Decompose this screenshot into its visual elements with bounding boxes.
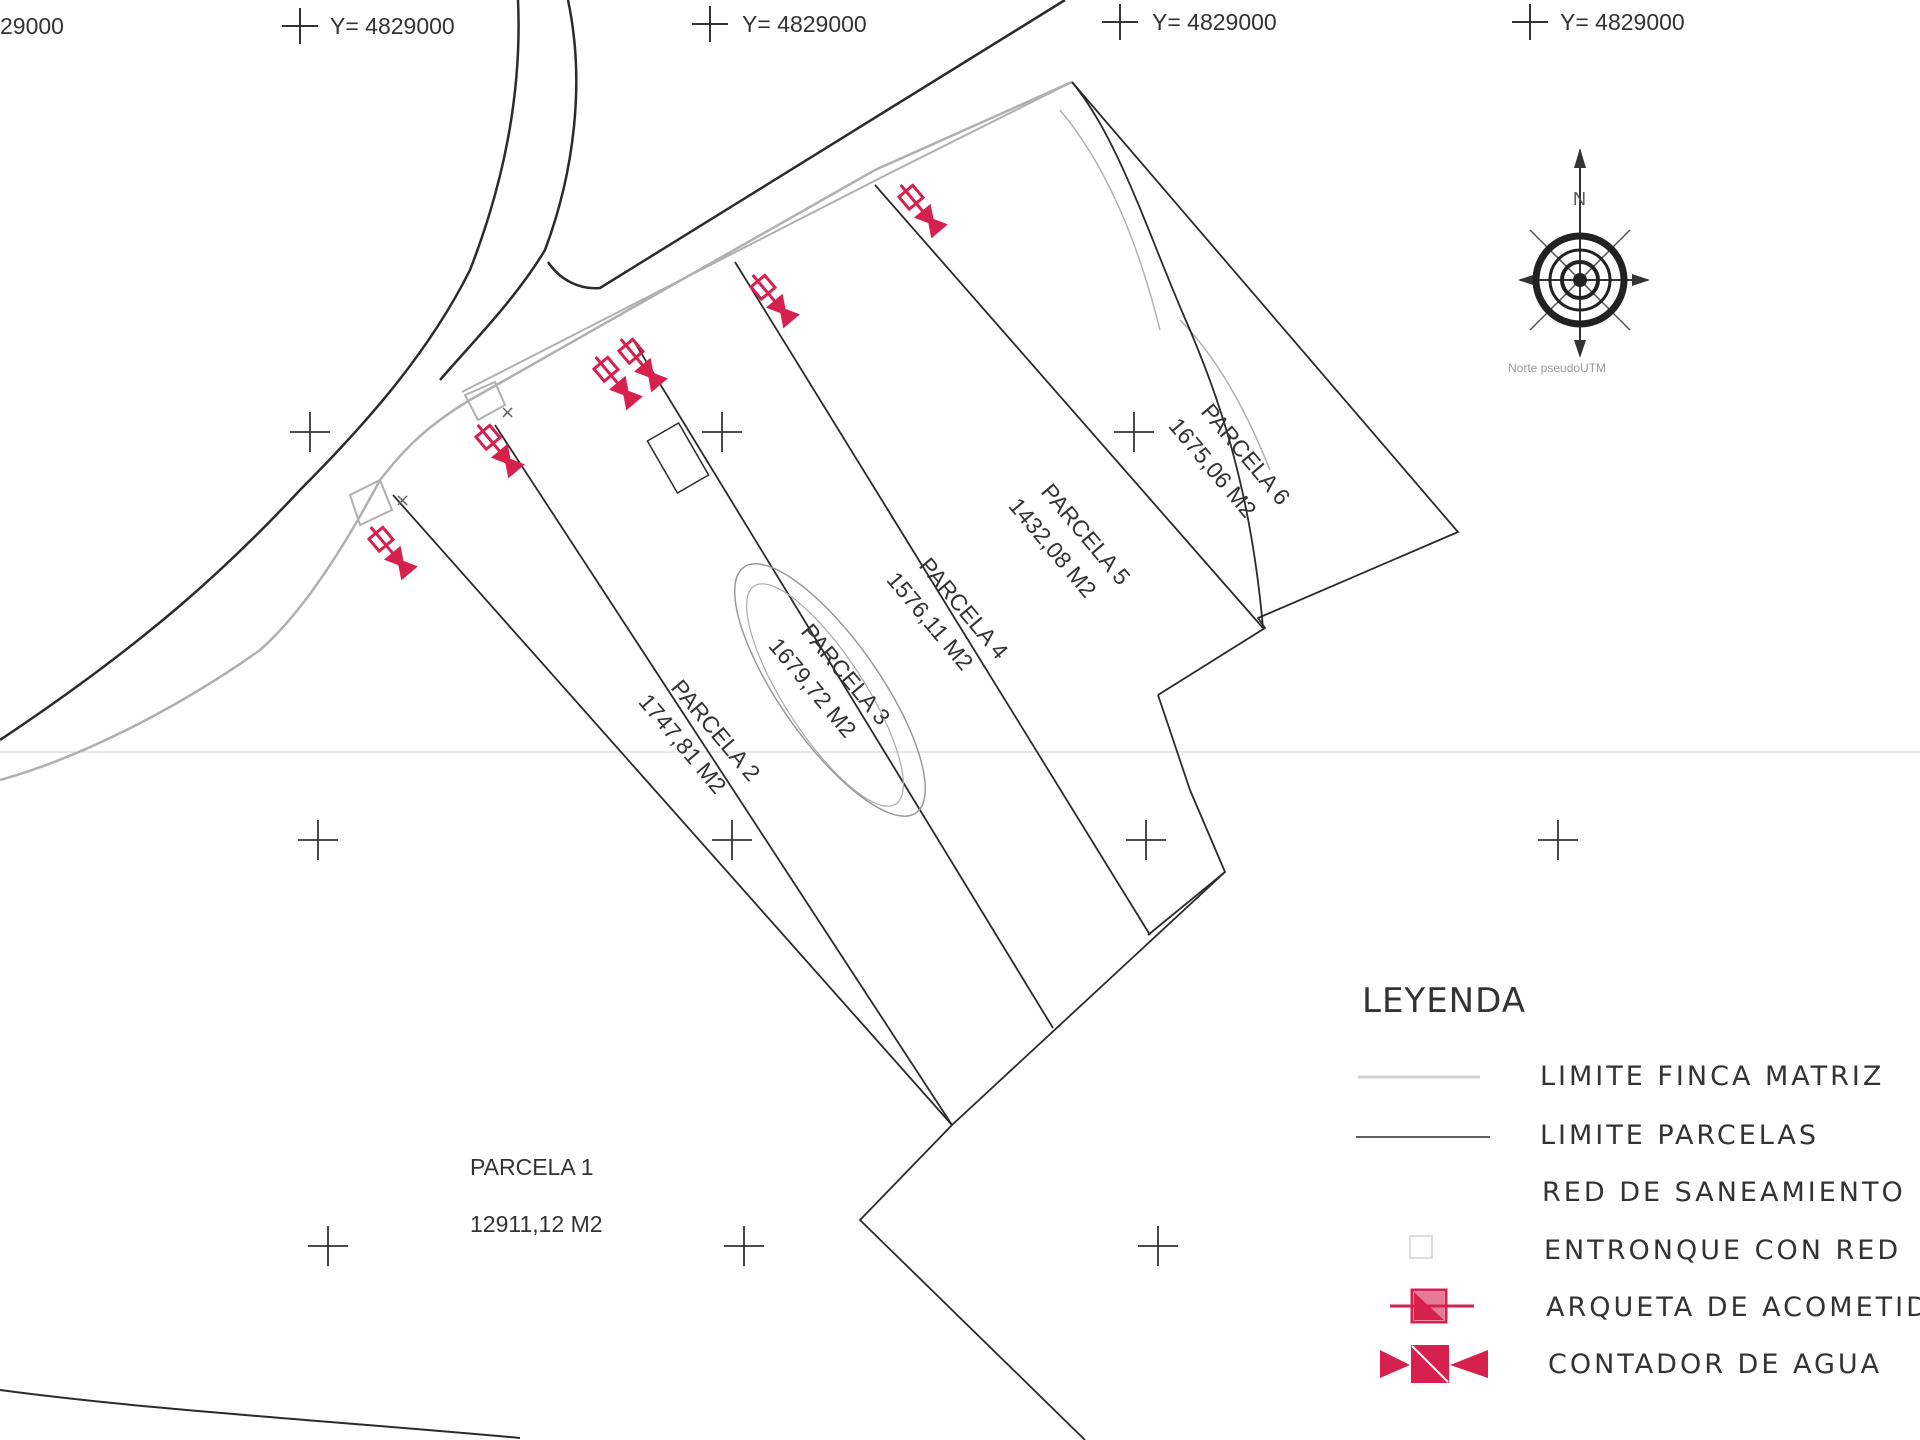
grid-top-cross-4 [1512, 4, 1548, 40]
parcel-5-label: PARCELA 5 1432,08 M2 [1004, 479, 1136, 603]
grid-cross-3 [1114, 412, 1154, 452]
network-symbol-1 [896, 183, 948, 239]
network-symbol-4 [591, 355, 643, 411]
compass-caption: Norte pseudoUTM [1508, 361, 1606, 375]
legend-title: LEYENDA [1362, 981, 1526, 1021]
grid-cross-6 [1126, 820, 1166, 860]
entronque-x-2: × [395, 490, 410, 511]
entronque-x-1: × [500, 402, 515, 423]
legend-item-entronque: ENTRONQUE CON RED [1544, 1235, 1901, 1266]
compass-north-letter: N [1573, 189, 1586, 209]
grid-cross-7 [1538, 820, 1578, 860]
grid-cross-5 [712, 820, 752, 860]
grid-label-y1: Y= 4829000 [330, 13, 455, 39]
parcel-4-5-line [874, 184, 1264, 629]
grid-cross-1 [290, 412, 330, 452]
grid-cross-4 [298, 820, 338, 860]
road [0, 0, 1066, 1439]
parcel-labels: PARCELA 1 12911,12 M2 PARCELA 2 1747,81 … [470, 399, 1296, 1237]
grid-label-y4: Y= 4829000 [1560, 9, 1685, 35]
legend-item-arqueta: ARQUETA DE ACOMETIDA [1546, 1292, 1920, 1323]
parcel-1-east-boundary [858, 871, 1226, 1440]
parcel-5-6-boundary [1071, 81, 1264, 629]
legend-item-limite-parcelas: LIMITE PARCELAS [1540, 1120, 1819, 1151]
building-outline [646, 421, 710, 495]
grid-cross-2 [702, 412, 742, 452]
parcel-1-area: 12911,12 M2 [470, 1211, 603, 1237]
finca-matriz-boundary [0, 80, 1271, 782]
road-edge-right [439, 0, 578, 381]
legend-symbol-arqueta-icon [1390, 1288, 1474, 1324]
legend-item-limite-finca: LIMITE FINCA MATRIZ [1540, 1061, 1884, 1092]
grid-top-cross-2 [692, 6, 728, 42]
parcel-1-2-line [494, 424, 953, 1126]
entronque-marks: × × [395, 402, 515, 511]
legend-symbol-entronque-box [1409, 1235, 1433, 1259]
road-edge-left [0, 0, 520, 742]
grid-label-y3: Y= 4829000 [1152, 9, 1277, 35]
parcel-2-3-line [631, 337, 1054, 1029]
sketch-structure [733, 563, 927, 817]
road-branch-upper [546, 0, 1066, 290]
legend-symbol-contador-icon [1380, 1345, 1488, 1383]
legend-item-red-saneamiento: RED DE SANEAMIENTO [1542, 1177, 1906, 1208]
parcel-4-label: PARCELA 4 1576,11 M2 [882, 553, 1014, 676]
parcel-1-2-west-line [392, 494, 953, 1126]
grid-top-cross-3 [1102, 4, 1138, 40]
grid-top-cross-1 [282, 8, 318, 44]
grid-label-y0: 29000 [0, 13, 64, 39]
parcel-1-name: PARCELA 1 [470, 1154, 594, 1180]
parcel-3-label: PARCELA 3 1679,72 M2 [764, 619, 896, 743]
compass-rose: N Norte pseudoUTM [1508, 148, 1650, 375]
parcel-east-lower-boundary [1147, 694, 1227, 936]
grid-cross-8 [308, 1226, 348, 1266]
parcel-boundaries [392, 81, 1460, 1440]
parcel-6-label: PARCELA 6 1675,06 M2 [1164, 399, 1296, 523]
legend: LEYENDA LIMITE FINCA MATRIZ LIMITE PARCE… [1356, 981, 1920, 1383]
parcel-6-east-boundary [1071, 81, 1460, 696]
grid-crosses [290, 412, 1578, 1266]
network-symbol-3 [616, 337, 668, 393]
grid-label-y2: Y= 4829000 [742, 11, 867, 37]
network-symbol-6 [366, 525, 418, 581]
network-symbols [366, 183, 948, 581]
road-lower [0, 1389, 521, 1439]
parcel-3-4-line [734, 261, 1151, 936]
network-symbol-5 [473, 423, 525, 479]
compass-north-arrow-icon [1574, 148, 1586, 168]
legend-item-contador: CONTADOR DE AGUA [1548, 1349, 1882, 1380]
grid-cross-9 [724, 1226, 764, 1266]
network-symbol-2 [748, 273, 800, 329]
grid-cross-10 [1138, 1226, 1178, 1266]
